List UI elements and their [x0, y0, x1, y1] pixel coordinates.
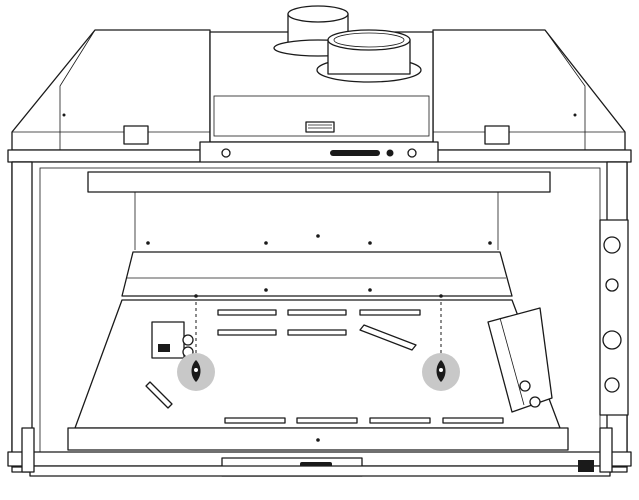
left-leveler — [21, 427, 35, 473]
base — [7, 427, 632, 477]
front-flue-collar — [316, 29, 422, 83]
right-handle — [484, 125, 510, 145]
right-burner-bracket — [487, 307, 553, 413]
right-leveler — [599, 427, 613, 473]
front-rail — [7, 141, 632, 165]
top-baffle — [87, 171, 551, 193]
control-bar — [199, 141, 439, 165]
top-housing — [11, 5, 626, 151]
left-pillar — [11, 161, 33, 468]
pilot-assembly — [151, 321, 194, 359]
back-log-ledge — [121, 251, 513, 297]
burner-slots — [145, 309, 504, 424]
left-handle — [123, 125, 149, 145]
screw-callouts — [177, 302, 460, 391]
power-switch-icon — [578, 460, 594, 472]
burner-floor — [74, 299, 561, 429]
mounting-holes — [62, 113, 577, 442]
burner-tray — [67, 251, 569, 451]
grille-slot — [305, 121, 335, 133]
control-slider — [330, 150, 380, 156]
